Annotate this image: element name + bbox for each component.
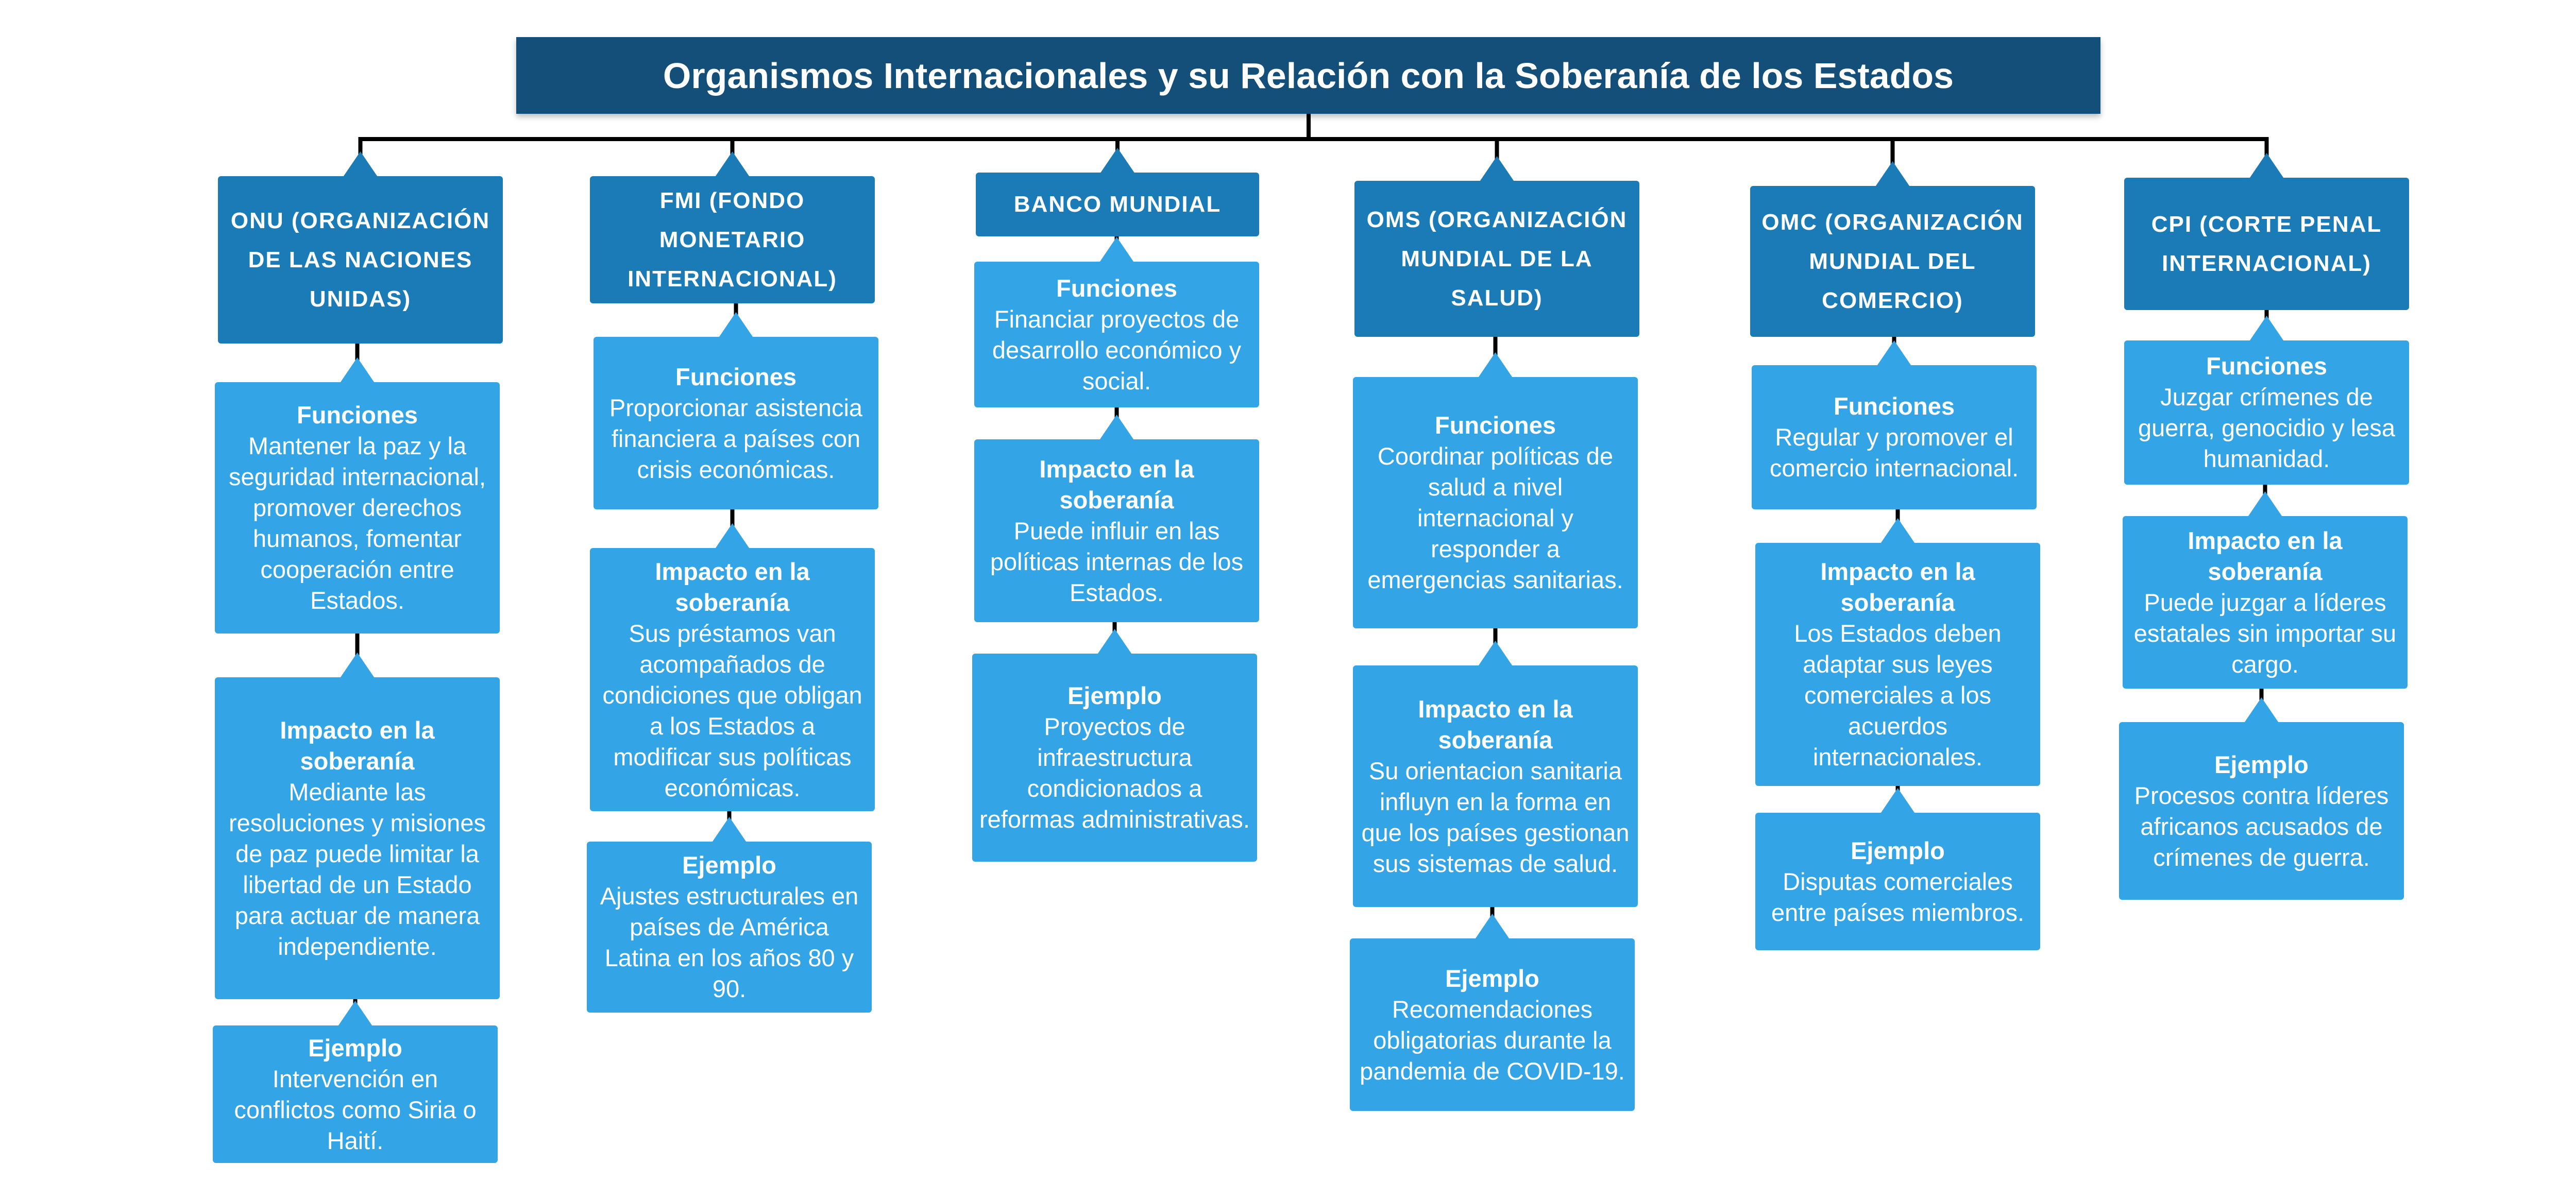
impact-text: Puede juzgar a líderes estatales sin imp… (2133, 588, 2397, 678)
example-title: Ejemplo (1851, 836, 1945, 864)
impact-title: Impacto en la soberanía (1418, 695, 1573, 754)
example-text: Intervención en conflictos como Siria o … (234, 1065, 477, 1154)
impact-text: Puede influir en las políticas internas … (990, 517, 1244, 606)
pointer-triangle (1880, 518, 1916, 544)
pointer-triangle (2249, 153, 2284, 179)
pointer-triangle (2244, 697, 2279, 723)
org-header-onu: ONU (ORGANIZACIÓN DE LAS NACIONES UNIDAS… (218, 176, 503, 344)
pointer-triangle (1100, 148, 1135, 174)
org-header-banco-mundial: BANCO MUNDIAL (976, 173, 1259, 236)
functions-text: Proporcionar asistencia financiera a paí… (609, 393, 863, 483)
example-title: Ejemplo (2214, 750, 2309, 778)
impact-text: Sus préstamos van acompañados de condici… (602, 619, 862, 801)
pointer-triangle (343, 151, 378, 177)
pointer-triangle (2247, 491, 2283, 517)
pointer-triangle (1097, 629, 1132, 655)
impact-text: Mediante las resoluciones y misiones de … (229, 778, 486, 960)
example-title: Ejemplo (308, 1034, 402, 1062)
pointer-triangle (1478, 352, 1513, 378)
functions-text: Financiar proyectos de desarrollo económ… (992, 305, 1242, 395)
org-header-fmi: FMI (FONDO MONETARIO INTERNACIONAL) (590, 176, 875, 303)
impact-title: Impacto en la soberanía (2188, 526, 2343, 585)
pointer-triangle (1479, 156, 1515, 182)
functions-title: Funciones (2206, 352, 2328, 380)
functions-title: Funciones (1056, 274, 1178, 302)
functions-title: Funciones (1434, 412, 1556, 439)
pointer-triangle (1880, 788, 1916, 814)
pointer-triangle (1875, 161, 1910, 187)
example-text: Disputas comerciales entre países miembr… (1771, 867, 2025, 926)
pointer-triangle (1099, 237, 1134, 263)
pointer-triangle (2249, 316, 2284, 341)
functions-text: Juzgar crímenes de guerra, genocidio y l… (2138, 383, 2396, 472)
impact-text: Los Estados deben adaptar sus leyes come… (1794, 620, 2002, 771)
pointer-triangle (337, 1001, 373, 1026)
pointer-triangle (340, 357, 375, 383)
example-title: Ejemplo (1445, 964, 1539, 992)
impact-title: Impacto en la soberanía (1039, 455, 1194, 514)
impact-title: Impacto en la soberanía (280, 716, 435, 775)
impact-text: Su orientacion sanitaria influyn en la f… (1361, 757, 1630, 877)
functions-title: Funciones (296, 401, 418, 429)
functions-text: Regular y promover el comercio internaci… (1769, 423, 2019, 482)
pointer-triangle (340, 653, 375, 678)
org-header-omc: OMC (ORGANIZACIÓN MUNDIAL DEL COMERCIO) (1750, 186, 2035, 337)
pointer-triangle (1099, 415, 1134, 440)
pointer-triangle (715, 151, 750, 177)
pointer-triangle (718, 312, 754, 338)
pointer-triangle (711, 817, 747, 843)
functions-text: Coordinar políticas de salud a nivel int… (1367, 442, 1623, 593)
org-header-oms: OMS (ORGANIZACIÓN MUNDIAL DE LA SALUD) (1354, 181, 1639, 337)
functions-title: Funciones (675, 363, 797, 390)
example-title: Ejemplo (1067, 682, 1162, 709)
org-header-cpi: CPI (CORTE PENAL INTERNACIONAL) (2124, 178, 2409, 310)
example-text: Procesos contra líderes africanos acusad… (2134, 781, 2389, 871)
example-text: Recomendaciones obligatorias durante la … (1360, 995, 1625, 1085)
impact-title: Impacto en la soberanía (1820, 558, 1975, 616)
impact-title: Impacto en la soberanía (655, 557, 810, 616)
pointer-triangle (1478, 641, 1513, 666)
example-text: Ajustes estructurales en países de Améri… (600, 882, 859, 1002)
functions-text: Mantener la paz y la seguridad internaci… (228, 432, 486, 614)
pointer-triangle (1876, 340, 1912, 366)
functions-title: Funciones (1833, 392, 1955, 420)
example-text: Proyectos de infraestructura condicionad… (979, 713, 1250, 833)
pointer-triangle (1475, 914, 1510, 939)
diagram-title: Organismos Internacionales y su Relación… (516, 37, 2100, 114)
pointer-triangle (715, 523, 750, 549)
example-title: Ejemplo (682, 851, 776, 879)
